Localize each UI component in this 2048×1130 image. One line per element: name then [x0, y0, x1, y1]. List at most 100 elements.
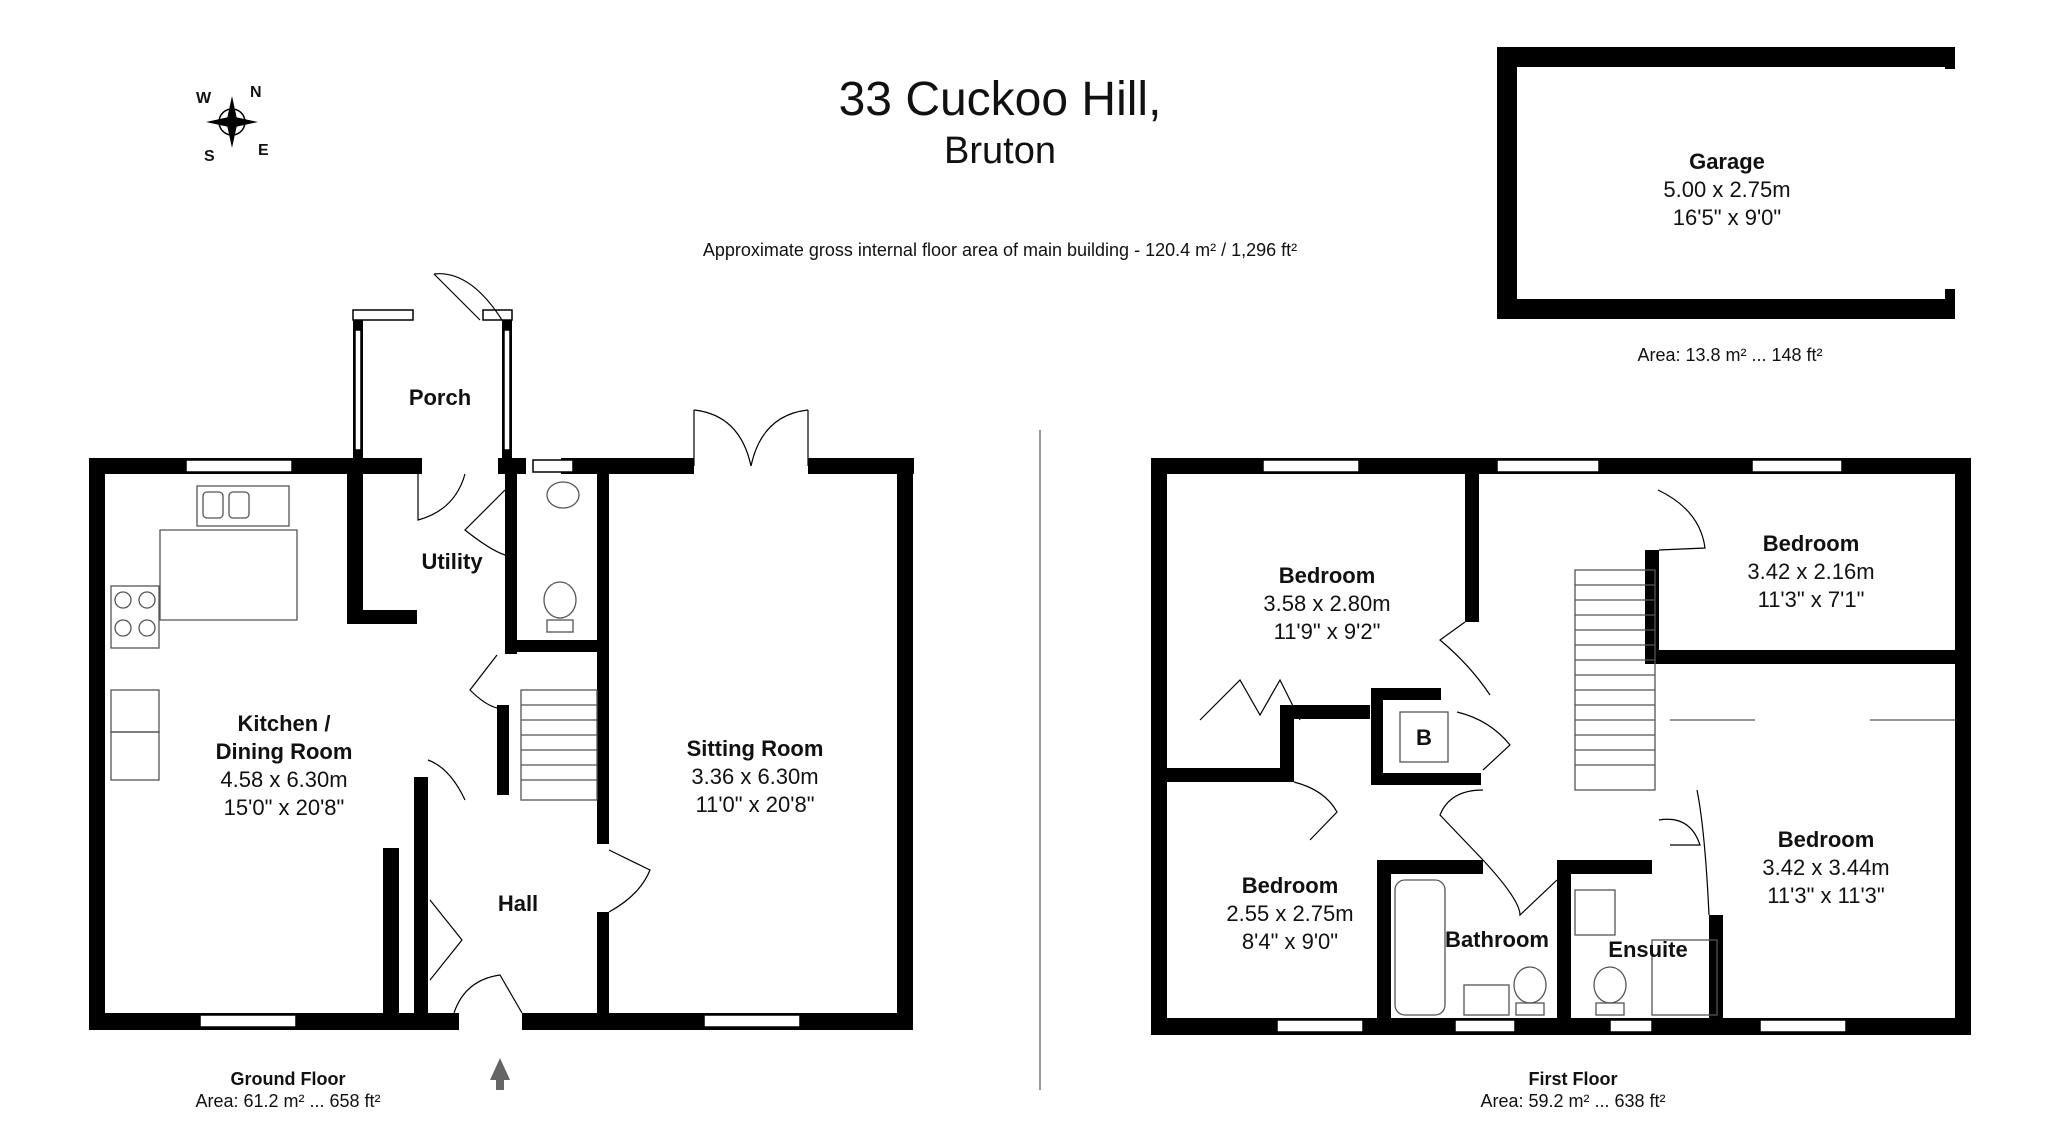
ensuite-cistern-icon	[1595, 1002, 1625, 1016]
cupboard-door-swing	[427, 759, 466, 801]
porch-label: Porch	[409, 384, 471, 412]
window	[482, 309, 513, 321]
ff-door-swing	[1439, 789, 1484, 861]
room-imperial: 11'9" x 9'2"	[1273, 619, 1381, 644]
gf-wall-top-sitting	[808, 458, 914, 474]
room-imperial: 11'0" x 20'8"	[695, 792, 815, 817]
ff-wall-boiler	[1371, 773, 1481, 785]
garage-wall-top	[1497, 47, 1955, 67]
ensuite-label: Ensuite	[1608, 936, 1687, 964]
room-name: Ensuite	[1608, 937, 1688, 962]
room-name: Hall	[497, 891, 539, 916]
shower-icon	[1651, 939, 1718, 1016]
garage-wall-left	[1497, 47, 1517, 319]
window	[354, 329, 362, 451]
ff-wall-bed2-bottom	[1645, 650, 1971, 664]
address-line1: 33 Cuckoo Hill,	[838, 73, 1162, 126]
room-name: Garage	[1689, 149, 1765, 174]
room-metric: 2.55 x 2.75m	[1226, 901, 1354, 926]
ff-wall	[1280, 705, 1370, 719]
gf-wall-hall	[414, 777, 428, 1013]
bedroom3-label: Bedroom 3.42 x 3.44m 11'3" x 11'3"	[1762, 826, 1889, 910]
room-name: Kitchen /	[237, 711, 331, 736]
ff-door-swing	[1657, 489, 1706, 551]
floor-label: First Floor	[1528, 1069, 1618, 1089]
door-swings	[417, 273, 1710, 1014]
window	[503, 329, 511, 451]
room-imperial: 8'4" x 9'0"	[1241, 929, 1339, 954]
room-name: Utility	[421, 549, 483, 574]
wc-toilet-icon	[543, 581, 577, 619]
window	[703, 1014, 801, 1028]
window	[1276, 1019, 1364, 1033]
garage-area: Area: 13.8 m² ... 148 ft²	[1637, 344, 1822, 366]
window	[1262, 459, 1360, 473]
ff-door-swing	[1658, 818, 1701, 846]
stair-door-swing	[469, 654, 498, 709]
floor-label: Ground Floor	[230, 1069, 346, 1089]
fixtures	[110, 481, 1955, 1016]
kitchen-label: Kitchen / Dining Room 4.58 x 6.30m 15'0"…	[216, 710, 353, 822]
hall-label: Hall	[498, 890, 538, 918]
bath-cistern-icon	[1515, 1002, 1545, 1016]
ff-wall-landing	[1645, 550, 1659, 660]
sitting-door-swing	[608, 849, 651, 913]
ff-wall-bath-top	[1377, 860, 1483, 874]
room-name: Bedroom	[1777, 827, 1875, 852]
ground-stairs-icon	[520, 689, 598, 801]
wc-basin-icon	[546, 481, 580, 509]
compass-east: E	[258, 142, 269, 159]
fridge-icon	[110, 731, 160, 781]
ground-floor-caption: Ground Floor Area: 61.2 m² ... 658 ft²	[195, 1068, 380, 1112]
room-name: Sitting Room	[686, 736, 824, 761]
bath-icon	[1394, 879, 1446, 1016]
ff-wall-landing	[1465, 474, 1479, 622]
windows	[185, 309, 1847, 1033]
worktop-outline	[159, 529, 298, 621]
gf-wall-hall	[383, 848, 399, 1013]
ff-door-swing	[1482, 859, 1558, 917]
ff-door-swing	[1293, 781, 1338, 841]
ff-wall-left	[1151, 458, 1167, 1035]
room-name: Bedroom	[1278, 563, 1376, 588]
compass-north: N	[250, 84, 262, 101]
room-name: Bathroom	[1445, 927, 1549, 952]
ff-door-swing	[1456, 711, 1511, 771]
utility-door-swing	[417, 473, 466, 521]
room-imperial: 16'5" x 9'0"	[1672, 205, 1782, 230]
first-floor-caption: First Floor Area: 59.2 m² ... 638 ft²	[1480, 1068, 1665, 1112]
room-name: B	[1416, 725, 1432, 750]
window	[1751, 459, 1843, 473]
bath-toilet-icon	[1513, 966, 1547, 1004]
ff-wall	[1280, 705, 1294, 782]
sitting-room-label: Sitting Room 3.36 x 6.30m 11'0" x 20'8"	[687, 735, 824, 819]
room-imperial: 11'3" x 11'3"	[1767, 883, 1885, 908]
room-name: Bedroom	[1762, 531, 1860, 556]
room-metric: 3.42 x 2.16m	[1747, 559, 1875, 584]
room-metric: 3.36 x 6.30m	[691, 764, 819, 789]
kitchen-sink-icon	[196, 485, 290, 527]
garage-wall-post	[1945, 47, 1955, 69]
gf-wall-top-right	[561, 458, 694, 474]
room-metric: 3.58 x 2.80m	[1263, 591, 1391, 616]
utility-label: Utility	[421, 548, 482, 576]
room-name: Porch	[408, 385, 472, 410]
gf-wall-wc	[505, 640, 605, 652]
boiler-label: B	[1416, 724, 1432, 752]
bath-basin-icon	[1463, 984, 1510, 1016]
window	[1496, 459, 1600, 473]
address-line2: Bruton	[944, 130, 1056, 172]
garage-wall-bottom	[1497, 299, 1955, 319]
window	[1454, 1019, 1516, 1033]
porch-door-swing	[433, 273, 503, 321]
ensuite-toilet-icon	[1593, 966, 1627, 1004]
window	[1609, 1019, 1653, 1033]
room-metric: 4.58 x 6.30m	[220, 767, 348, 792]
ff-door-swing	[1439, 621, 1491, 696]
window	[185, 459, 293, 473]
compass-west: W	[196, 90, 212, 107]
gf-wall-stair	[497, 705, 509, 795]
gf-wall-utility	[347, 610, 417, 624]
ff-wall-boiler	[1371, 688, 1441, 700]
